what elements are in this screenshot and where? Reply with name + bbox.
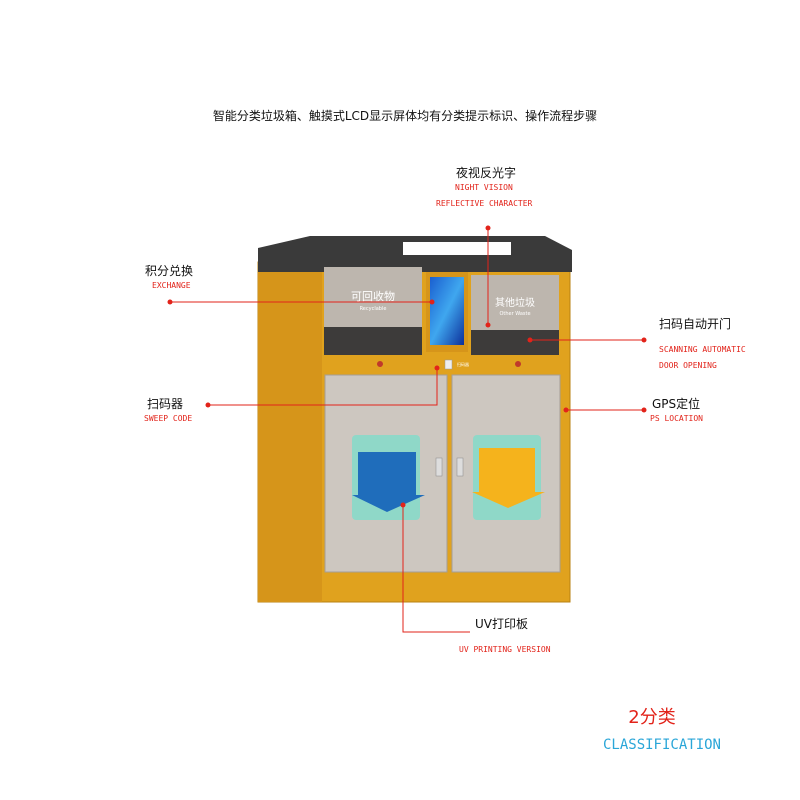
classification-en: CLASSIFICATION [603, 737, 721, 753]
auto-door-en2: DOOR OPENING [659, 361, 717, 370]
auto-door-cn: 扫码自动开门 [659, 316, 731, 331]
sweep-code-cn: 扫码器 [147, 397, 183, 411]
lcd-touch-screen[interactable] [430, 277, 464, 345]
light-strip [403, 242, 511, 255]
door-handle[interactable] [456, 457, 464, 477]
right-bin-label-en: Other Waste [499, 311, 530, 317]
uv-en: UV PRINTING VERSION [459, 645, 551, 654]
left-bin-panel [324, 267, 422, 327]
gps-cn: GPS定位 [652, 396, 700, 411]
door-handle[interactable] [435, 457, 443, 477]
exchange-en: EXCHANGE [152, 281, 191, 290]
callout-lines [167, 225, 647, 633]
recycling-cabinet: 可回收物 Recyclable 其他垃圾 Other Waste 扫码器 [257, 236, 572, 603]
auto-door-en: SCANNING AUTOMATIC [659, 345, 746, 354]
uv-cn: UV打印板 [475, 617, 528, 631]
night-vision-en2: REFLECTIVE CHARACTER [436, 199, 533, 208]
left-bin-label: 可回收物 [351, 289, 395, 303]
classification-cn: 2分类 [628, 707, 675, 728]
right-bin-opening [471, 330, 559, 355]
page-title: 智能分类垃圾箱、触摸式LCD显示屏体均有分类提示标识、操作流程步骤 [213, 108, 597, 123]
indicator-light [515, 361, 521, 367]
right-bin-panel [471, 275, 559, 330]
night-vision-cn: 夜视反光字 [456, 165, 516, 180]
recyclable-guide-sign [352, 452, 425, 512]
scanner[interactable] [444, 359, 453, 370]
scanner-label: 扫码器 [457, 361, 469, 367]
night-vision-en: NIGHT VISION [455, 183, 513, 192]
sweep-code-en: SWEEP CODE [144, 414, 192, 423]
right-bin-label: 其他垃圾 [495, 296, 535, 309]
left-bin-label-en: Recyclable [360, 306, 387, 312]
left-bin-opening [324, 327, 422, 355]
other-waste-guide-sign [472, 448, 545, 508]
indicator-light [377, 361, 383, 367]
cabinet-side [258, 262, 322, 602]
gps-en: PS LOCATION [650, 414, 703, 423]
exchange-cn: 积分兑换 [145, 264, 193, 278]
